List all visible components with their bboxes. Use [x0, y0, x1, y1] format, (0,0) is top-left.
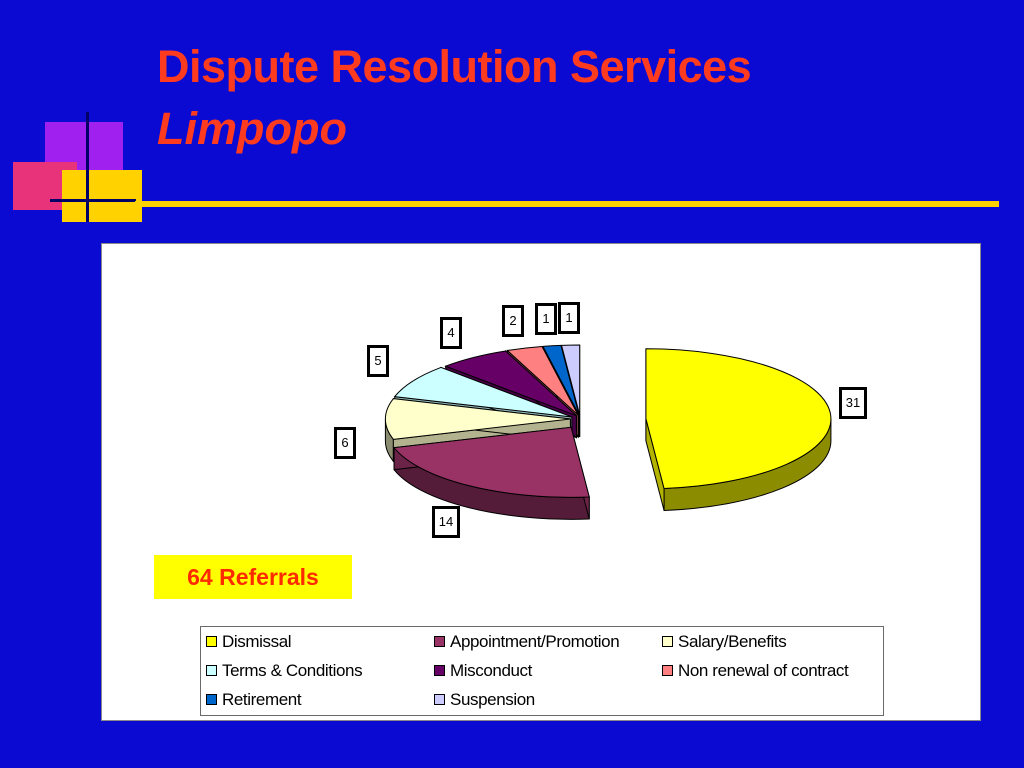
legend-swatch [434, 665, 445, 677]
pie-chart [384, 344, 832, 520]
legend-swatch [434, 636, 445, 648]
chart-legend: Dismissal Appointment/Promotion Salary/Ben… [200, 626, 884, 716]
legend-label: Terms & Conditions [222, 661, 363, 680]
referrals-badge: 64 Referrals [154, 555, 352, 599]
legend-label: Dismissal [222, 632, 292, 651]
pie-slice-dismissal [645, 348, 832, 511]
legend-swatch [434, 694, 445, 706]
legend-item-suspension: Suspension [434, 687, 535, 713]
legend-item-misconduct: Misconduct [434, 658, 532, 684]
data-label-5: 4 [440, 317, 462, 349]
legend-label: Retirement [222, 690, 302, 709]
data-label-7: 1 [535, 303, 557, 335]
legend-label: Salary/Benefits [678, 632, 787, 651]
legend-swatch [662, 665, 673, 677]
pie-slice-appointment-promotion [393, 426, 590, 520]
data-label-8: 1 [558, 302, 580, 334]
legend-swatch [206, 694, 217, 706]
title-underline [135, 201, 999, 207]
legend-label: Misconduct [450, 661, 532, 680]
legend-item-non-renewal-of-contract: Non renewal of contract [662, 658, 849, 684]
legend-item-dismissal: Dismissal [206, 629, 292, 655]
legend-swatch [206, 665, 217, 677]
legend-label: Appointment/Promotion [450, 632, 620, 651]
legend-item-terms-conditions: Terms & Conditions [206, 658, 363, 684]
data-label-1: 31 [839, 387, 867, 419]
legend-swatch [662, 636, 673, 648]
legend-item-retirement: Retirement [206, 687, 302, 713]
slide-title: Dispute Resolution Services [157, 41, 752, 92]
legend-label: Non renewal of contract [678, 661, 849, 680]
legend-label: Suspension [450, 690, 535, 709]
legend-item-salary-benefits: Salary/Benefits [662, 629, 787, 655]
slide-subtitle: Limpopo [157, 103, 347, 154]
data-label-3: 6 [334, 427, 356, 459]
legend-item-appointment-promotion: Appointment/Promotion [434, 629, 620, 655]
data-label-2: 14 [432, 506, 460, 538]
legend-swatch [206, 636, 217, 648]
data-label-6: 2 [502, 305, 524, 337]
data-label-4: 5 [367, 345, 389, 377]
